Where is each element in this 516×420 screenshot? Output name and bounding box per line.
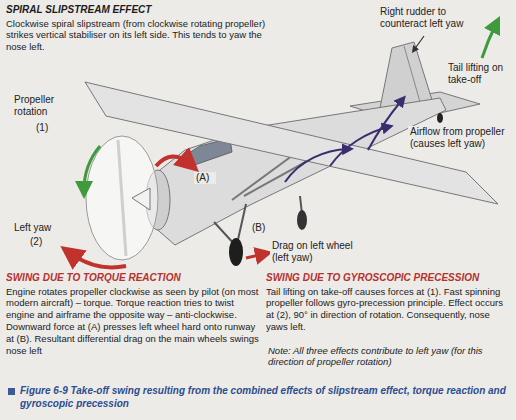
block-body: Engine rotates propeller clockwise as se… <box>6 286 260 357</box>
tail-wheel <box>437 113 443 123</box>
block-heading: SPIRAL SLIPSTREAM EFFECT <box>6 4 278 17</box>
airflow-arrow <box>368 100 402 150</box>
spinner <box>132 188 150 210</box>
annotation-label: Drag on left wheel (left yaw) <box>270 240 370 264</box>
annotation-block: SWING DUE TO GYROSCOPIC PRECESSIONTail l… <box>266 272 510 333</box>
gear-leg <box>237 204 246 244</box>
annotation-label: Propeller rotation <box>12 94 74 118</box>
airflow-arrow <box>330 127 388 166</box>
airflow-arrow <box>285 149 348 182</box>
caption-bullet <box>8 388 15 395</box>
callout-number: (B) <box>250 222 272 234</box>
block-heading: SWING DUE TO GYROSCOPIC PRECESSION <box>266 272 510 285</box>
left-yaw-arrow <box>70 253 126 267</box>
right-wheel <box>297 210 307 230</box>
block-body: Clockwise spiral slipstream (from clockw… <box>6 18 278 54</box>
propeller-disc <box>86 136 158 260</box>
callout-number: (2) <box>28 236 50 248</box>
block-heading: SWING DUE TO TORQUE REACTION <box>6 272 260 285</box>
callout-number: (1) <box>34 122 56 134</box>
vertical-stabiliser <box>380 42 432 108</box>
tail-lift-arrow <box>482 24 496 58</box>
figure-caption: Figure 6-9 Take-off swing resulting from… <box>20 384 508 410</box>
note-text: Note: All three effects contribute to le… <box>266 345 510 368</box>
annotation-block: SPIRAL SLIPSTREAM EFFECTClockwise spiral… <box>6 4 278 53</box>
torque-arrow <box>156 156 190 166</box>
rotation-arrow <box>84 146 100 190</box>
left-wheel <box>229 238 243 266</box>
leader-line <box>414 36 424 50</box>
annotation-block: SWING DUE TO TORQUE REACTIONEngine rotat… <box>6 272 260 357</box>
drag-arrow <box>246 254 264 258</box>
rudder-hinge <box>404 46 420 102</box>
annotation-label: Right rudder to counteract left yaw <box>378 6 472 30</box>
annotation-label: Airflow from propeller (causes left yaw) <box>408 126 512 150</box>
propeller-blade <box>118 140 126 256</box>
callout-number: (A) <box>194 172 216 184</box>
annotation-label: Tail lifting on take-off <box>446 62 512 86</box>
block-body: Tail lifting on take-off causes forces a… <box>266 286 510 334</box>
annotation-label: Left yaw <box>12 222 64 234</box>
